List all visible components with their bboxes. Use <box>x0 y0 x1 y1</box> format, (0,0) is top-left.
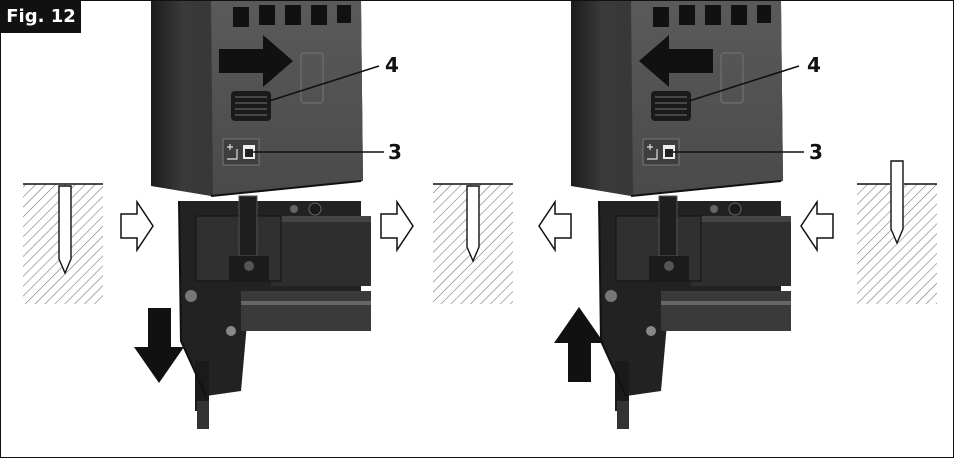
workpiece-nail-sunk <box>23 183 103 304</box>
callout-3-left: 3 <box>388 140 402 164</box>
left-panel: 4 3 <box>23 1 414 430</box>
callout-4-right: 4 <box>807 53 821 77</box>
direction-arrow-left <box>639 35 713 87</box>
slide-arrow-right-2 <box>380 201 414 251</box>
callout-3-right: 3 <box>809 140 823 164</box>
right-panel: 4 3 <box>538 1 937 430</box>
direction-arrow-right <box>219 35 293 87</box>
stroke-arrow-up <box>554 307 604 382</box>
slide-arrow-right <box>120 201 154 251</box>
workpiece-nail-protruding <box>857 160 937 304</box>
workpiece-center <box>433 183 513 304</box>
figure-label: Fig. 12 <box>1 1 81 33</box>
callout-4-left: 4 <box>385 53 399 77</box>
stroke-arrow-down <box>134 308 184 383</box>
